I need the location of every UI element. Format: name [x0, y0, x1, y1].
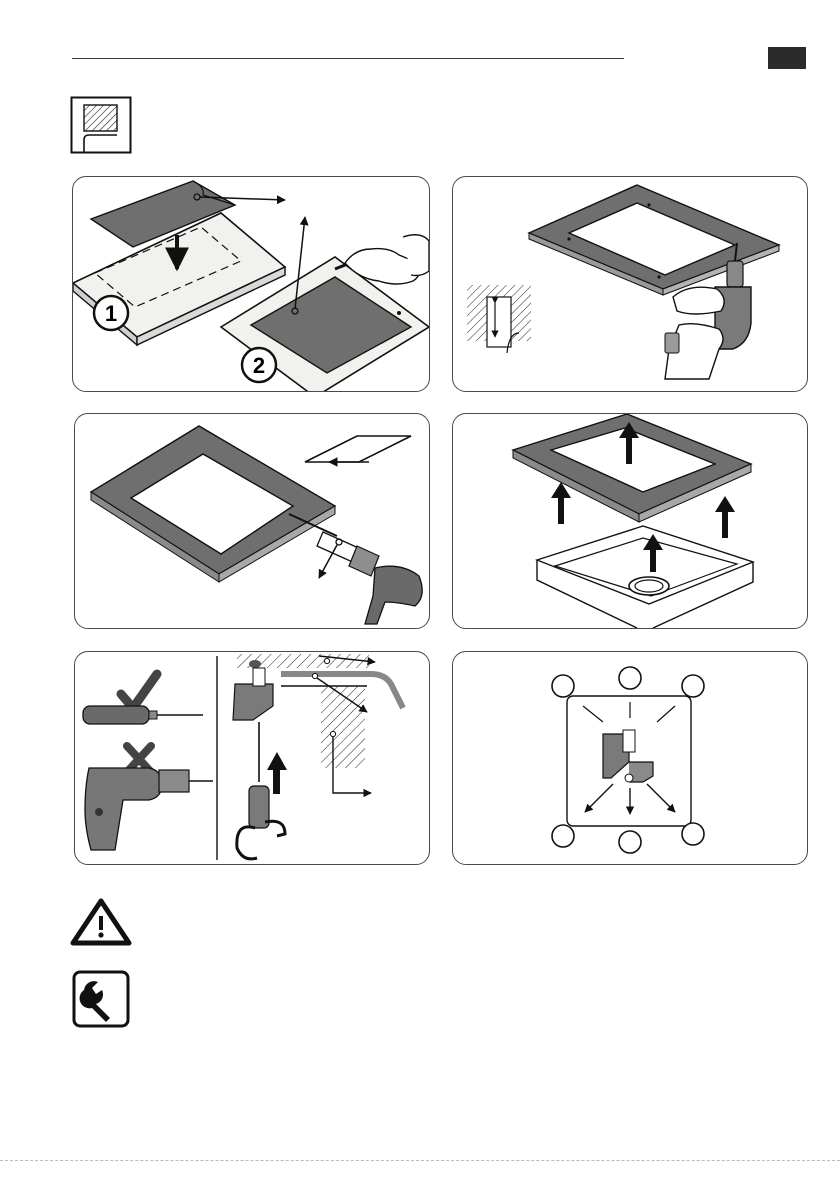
panel-drill-holes: [452, 176, 808, 392]
step-number-1: 1: [105, 301, 117, 326]
language-tab: [768, 47, 806, 69]
panel-insert-sink: [452, 413, 808, 629]
panel-apply-sealant: [74, 413, 430, 629]
countertop-cutout-icon: [70, 96, 132, 159]
step-number-2: 2: [253, 353, 265, 378]
header-rule: [72, 58, 624, 59]
panel-template-placement: 1 2: [72, 176, 430, 392]
panel-fix-clamps: [74, 651, 430, 865]
wrench-icon: [72, 970, 130, 1033]
warning-triangle-icon: [70, 898, 132, 951]
page-cut-line: [0, 1160, 840, 1162]
panel-clamp-positions: [452, 651, 808, 865]
